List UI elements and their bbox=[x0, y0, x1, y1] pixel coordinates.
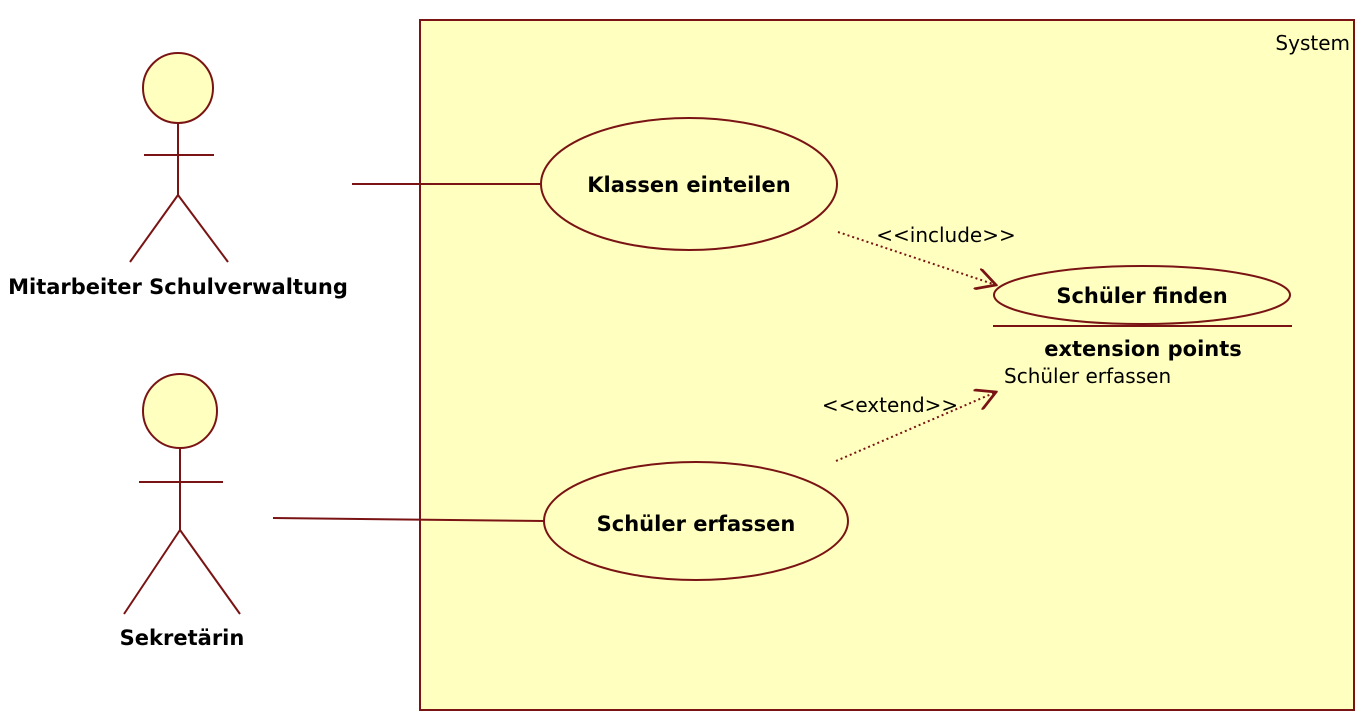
actor-name: Mitarbeiter Schulverwaltung bbox=[8, 275, 348, 299]
use-case-label: Schüler finden bbox=[1056, 284, 1227, 308]
extend-label: <<extend>> bbox=[822, 393, 958, 417]
extension-points-heading: extension points bbox=[1044, 337, 1242, 361]
actor-leg-left bbox=[123, 529, 181, 615]
use-case-schueler-erfassen: Schüler erfassen bbox=[543, 461, 849, 581]
use-case-ellipse bbox=[993, 265, 1291, 325]
actor-sekretaerin: Sekretärin bbox=[120, 373, 245, 650]
use-case-label: Klassen einteilen bbox=[587, 173, 790, 197]
association-sekretaerin-erfassen bbox=[272, 517, 546, 522]
actor-leg-left bbox=[129, 194, 179, 263]
extend-arrow bbox=[835, 392, 996, 462]
use-case-label: Schüler erfassen bbox=[597, 512, 796, 536]
system-boundary bbox=[419, 19, 1355, 711]
use-case-klassen-einteilen: Klassen einteilen bbox=[540, 117, 838, 251]
actor-leg-right bbox=[177, 194, 229, 263]
actor-head bbox=[142, 373, 218, 449]
system-title: System bbox=[1275, 31, 1350, 55]
include-label: <<include>> bbox=[876, 223, 1016, 247]
use-case-schueler-finden: Schüler finden extension points Schüler … bbox=[993, 265, 1292, 388]
actor-head bbox=[142, 52, 214, 124]
actor-name: Sekretärin bbox=[120, 626, 245, 650]
use-case-ellipse bbox=[543, 461, 849, 581]
actor-leg-right bbox=[179, 529, 241, 615]
use-case-ellipse bbox=[540, 117, 838, 251]
extension-point-item: Schüler erfassen bbox=[1004, 364, 1171, 388]
actor-mitarbeiter: Mitarbeiter Schulverwaltung bbox=[8, 52, 348, 299]
